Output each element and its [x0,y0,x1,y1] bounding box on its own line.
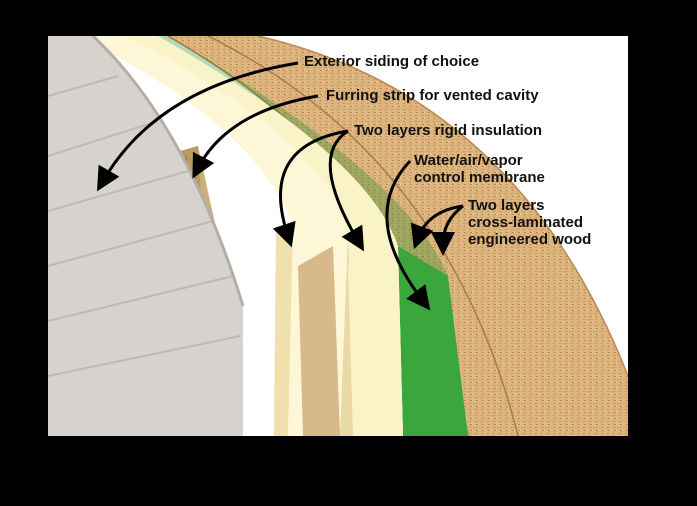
label-clt-line2: cross-laminated [468,214,584,231]
arrow-clt-2 [431,204,464,256]
label-clt-line1: Two layers [468,197,545,214]
arrow-insulation-1 [272,129,349,248]
insulation-block-face [298,246,340,436]
clt-layer-outer [198,36,628,436]
siding-edge [91,36,245,307]
wall-assembly-illustration [48,36,628,436]
clt-layer-inner [168,36,518,436]
arrow-siding [96,61,299,192]
label-siding: Exterior siding of choice [304,53,480,70]
label-furring: Furring strip for vented cavity [326,87,539,104]
label-insulation: Two layers rigid insulation [354,122,543,139]
arrow-furring [192,94,319,179]
insulation-layer-1 [78,36,348,436]
clt-edge-line-3 [257,36,628,377]
label-membrane-line1: Water/air/vapor [414,152,523,169]
exterior-siding [48,36,243,436]
diagram-panel: Exterior siding of choice Furring strip … [48,36,628,436]
arrow-insulation-2 [328,129,365,252]
insulation-block-face-2 [348,251,393,436]
label-membrane-line2: control membrane [414,169,545,186]
membrane-edge [138,36,448,276]
arrow-clt-1 [410,204,464,250]
label-clt-line3: engineered wood [468,231,592,248]
clt-edge-line-2 [207,36,519,436]
arrow-membrane [385,159,431,311]
insulation-layer-1-edge [274,226,293,436]
